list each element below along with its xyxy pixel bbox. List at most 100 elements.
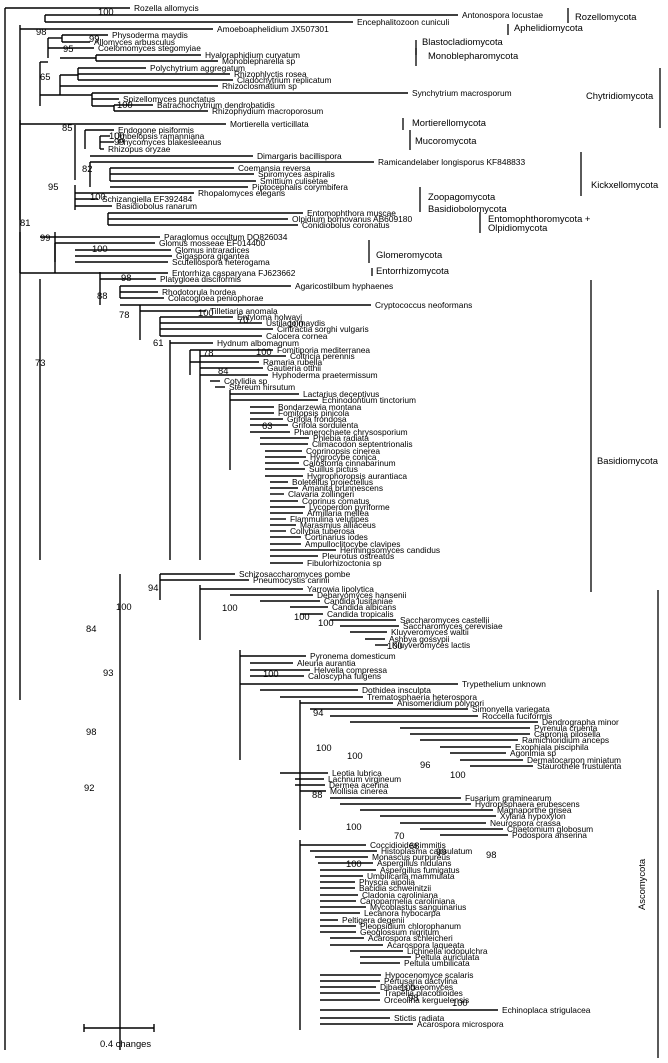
- support-value: 78: [203, 347, 213, 358]
- support-value: 100: [256, 346, 272, 357]
- taxon-label: Amoeboaphelidium JX507301: [217, 24, 329, 34]
- taxon-label: Glomus mosseae EF014400: [159, 238, 265, 248]
- clade-label: Blastocladiomycota: [422, 36, 504, 47]
- clade-label: Monoblepharomycota: [428, 50, 519, 61]
- taxon-label: Aleuria aurantia: [297, 658, 356, 668]
- taxon-label: Saccharomyces castellii: [400, 615, 490, 625]
- support-value: 68: [409, 840, 419, 851]
- taxon-label: Rhopalomyces elegans: [198, 188, 285, 198]
- taxon-label: Suillus pictus: [309, 464, 358, 474]
- taxon-label: Basidiobolus ranarum: [116, 201, 197, 211]
- taxon-label: Entomophthora muscae: [307, 208, 396, 218]
- taxon-label: Cotylidia sp: [224, 376, 268, 386]
- clade-label: Mucoromycota: [415, 135, 477, 146]
- taxon-label: Coelomomyces stegomyiae: [98, 43, 201, 53]
- support-value: 88: [312, 789, 322, 800]
- taxon-label: Pyronema domesticum: [310, 651, 396, 661]
- taxon-label: Hyaloraphidium curvatum: [205, 50, 300, 60]
- taxon-label: Marasmius alliaceus: [300, 520, 376, 530]
- support-value: 100: [117, 99, 133, 110]
- support-value: 100: [263, 668, 279, 679]
- taxon-label: Rhizopus oryzae: [108, 144, 171, 154]
- taxon-label: Rhizophlyctis rosea: [234, 69, 307, 79]
- taxon-label: Dermatocarpon miniatum: [527, 755, 621, 765]
- taxon-label: Gigaspora gigantea: [176, 251, 249, 261]
- scale-bar-label: 0.4 changes: [100, 1038, 151, 1049]
- taxon-label: Climacodon septentrionalis: [312, 439, 413, 449]
- taxon-label: Hydropisphaera erubescens: [475, 799, 580, 809]
- support-value: 92: [84, 782, 94, 793]
- taxon-label: Kluyveromyces waltii: [391, 627, 469, 637]
- taxon-label: Acarospora microspora: [417, 1019, 504, 1029]
- taxon-label: Chaetomium globosum: [507, 824, 593, 834]
- taxon-label: Peltigera degenii: [342, 915, 405, 925]
- taxon-label: Acarospora laqueata: [387, 940, 465, 950]
- taxon-label: Schizangiella EF392484: [102, 194, 193, 204]
- taxon-label: Platygloea disciformis: [160, 274, 241, 284]
- clade-brackets: [368, 8, 661, 1058]
- clade-label: Entorrhizomycota: [376, 265, 450, 276]
- taxon-label: Schizosaccharomyces pombe: [239, 569, 351, 579]
- taxon-label: Antonospora locustae: [462, 10, 543, 20]
- taxon-label: Pleopsidium chlorophanum: [360, 921, 461, 931]
- taxon-label: Dothidea insculpta: [362, 685, 431, 695]
- taxon-label: Armillaria mellea: [307, 508, 369, 518]
- support-value: 99: [89, 33, 99, 44]
- support-value: 98: [121, 272, 131, 283]
- taxon-label: Ashbya gossypii: [389, 634, 450, 644]
- taxon-label: Echinodontium tinctorium: [322, 395, 416, 405]
- taxon-label: Spizellomyces punctatus: [123, 94, 215, 104]
- taxon-label: Coccidioides immitis: [370, 840, 446, 850]
- taxon-label: Agaricostilbum hyphaenes: [295, 281, 393, 291]
- clade-label: Rozellomycota: [575, 11, 637, 22]
- taxon-label: Echinoplaca strigulacea: [502, 1005, 591, 1015]
- taxon-label: Lichinella iodopulchra: [407, 946, 488, 956]
- taxon-label: Coprinus comatus: [302, 496, 370, 506]
- support-value: 99: [436, 846, 446, 857]
- support-value: 100: [387, 640, 403, 651]
- taxon-label: Acarospora schleicheri: [368, 933, 453, 943]
- taxon-label: Olpidium bornovanus AB609180: [292, 214, 412, 224]
- taxon-label: Boletellus projectellus: [292, 477, 373, 487]
- taxon-label: Helvella compressa: [314, 665, 387, 675]
- taxon-label: Debaryomyces hansenii: [317, 590, 407, 600]
- support-value: 100: [288, 318, 304, 329]
- taxon-label: Phlebia radiata: [313, 433, 369, 443]
- clade-label: Olpidiomycota: [488, 222, 548, 233]
- clade-label: Mortierellomycota: [412, 117, 487, 128]
- support-value: 84: [86, 623, 96, 634]
- support-value: 63: [262, 420, 272, 431]
- taxon-label: Magnaporthe grisea: [497, 805, 572, 815]
- taxon-label: Cladochytrium replicatum: [237, 75, 332, 85]
- support-value: 100: [116, 601, 132, 612]
- taxon-label: Aspergillus fumigatus: [380, 865, 460, 875]
- support-value: 100: [92, 243, 108, 254]
- taxon-label: Dermea acerina: [329, 780, 389, 790]
- support-value: 95: [63, 43, 73, 54]
- taxon-label: Encephalitozoon cuniculi: [357, 17, 449, 27]
- taxon-label: Geoglossum nigritum: [360, 927, 439, 937]
- clade-label: Ascomycota: [636, 858, 647, 910]
- taxon-label: Calocera cornea: [266, 331, 328, 341]
- taxon-label: Coprinopsis cinerea: [306, 446, 380, 456]
- taxon-label: Canoparmelia caroliniana: [360, 896, 455, 906]
- support-value: 78: [119, 309, 129, 320]
- taxon-label: Smittium culisetae: [260, 176, 328, 186]
- support-value: 100: [452, 997, 468, 1008]
- taxon-label: Cryptococcus neoformans: [375, 300, 472, 310]
- taxon-label: Entorrhiza casparyana FJ623662: [172, 268, 296, 278]
- taxon-label: Physoderma maydis: [112, 30, 188, 40]
- taxon-label: Glomus intraradices: [175, 245, 249, 255]
- taxon-label: Dendrographa minor: [542, 717, 619, 727]
- taxon-label: Histoplasma capsulatum: [381, 846, 472, 856]
- taxon-label: Rhizoclosmatium sp: [222, 81, 297, 91]
- taxon-label: Coltricia perennis: [290, 351, 355, 361]
- taxon-label: Simonyella variegata: [472, 704, 550, 714]
- taxon-label: Hygrophoropsis aurantiaca: [307, 471, 407, 481]
- support-values: 1009899956510085100998295100819910098887…: [20, 6, 496, 1008]
- scale-bar: 0.4 changes: [83, 1024, 155, 1049]
- clade-labels: RozellomycotaAphelidiomycotaBlastocladio…: [376, 11, 659, 910]
- taxon-label: Gautieria otthii: [267, 363, 321, 373]
- taxon-label: Monascus purpureus: [372, 852, 450, 862]
